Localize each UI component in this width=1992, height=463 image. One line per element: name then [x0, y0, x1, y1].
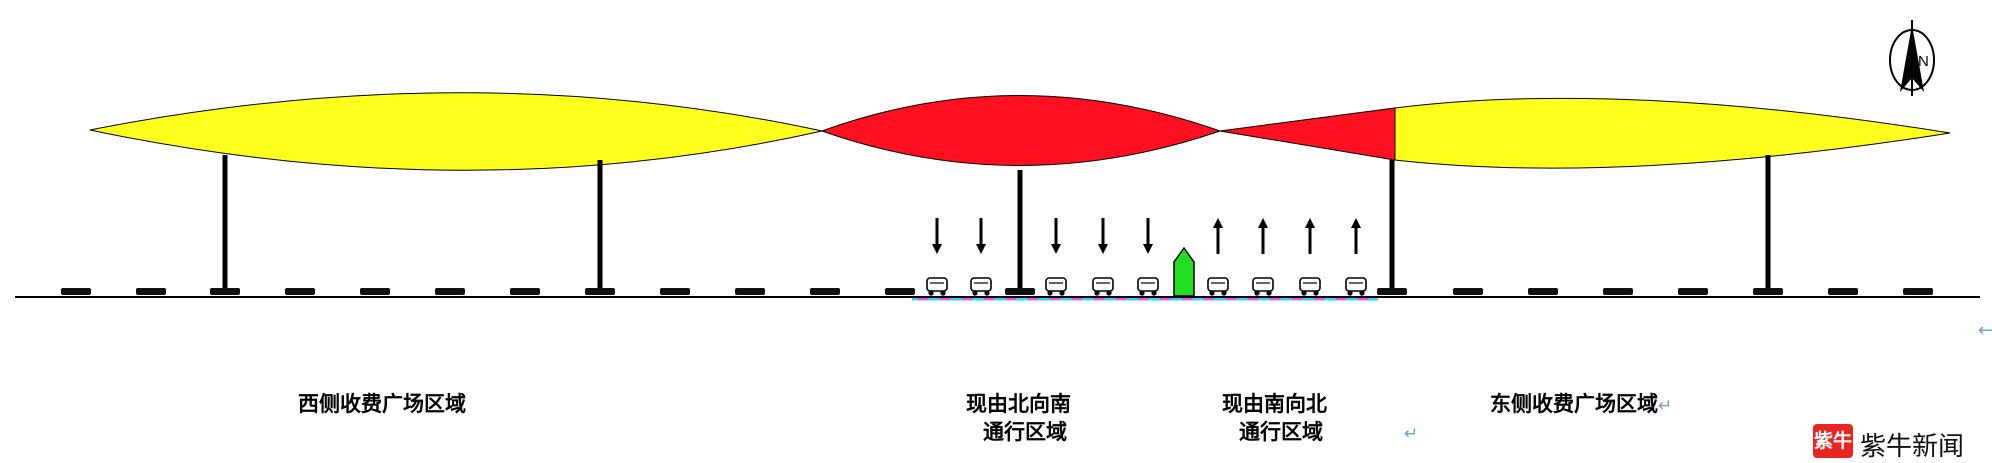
vehicle-icon [1345, 277, 1367, 297]
toll-booth [1678, 288, 1708, 295]
toll-booth [1453, 288, 1483, 295]
north-to-south-line1: 现由北向南 [966, 392, 1071, 416]
vehicle-icon [1207, 277, 1229, 297]
west-plaza-label: 西侧收费广场区域 [298, 390, 466, 418]
vehicle-icon [1299, 277, 1321, 297]
toll-booth [1603, 288, 1633, 295]
toll-booth [1903, 288, 1933, 295]
logo-text-label: 紫牛新闻 [1860, 432, 1965, 462]
toll-booth [1828, 288, 1858, 295]
down-arrow-icon [1141, 216, 1155, 256]
up-arrow-icon [1303, 216, 1317, 256]
north-to-south-label: 现由北向南 通行区域 [966, 390, 1071, 446]
toll-booths [61, 288, 1933, 295]
up-arrow-icon [1256, 216, 1270, 256]
toll-booth [61, 288, 91, 295]
return-mark: ↵ [1404, 424, 1419, 444]
toll-booth [1753, 288, 1783, 295]
return-mark: ← [1978, 320, 1992, 341]
down-arrow-icon [974, 216, 988, 256]
toll-booth [210, 288, 240, 295]
vehicle-icon [1092, 277, 1114, 297]
vehicle-icon [1252, 277, 1274, 297]
toll-booth [810, 288, 840, 295]
down-arrow-icon [1096, 216, 1110, 256]
toll-booth [585, 288, 615, 295]
green-arrow-vehicle-icon [1173, 246, 1195, 297]
down-arrow-icon [1049, 216, 1063, 256]
toll-booth [360, 288, 390, 295]
south-to-north-line2: 通行区域 [1239, 420, 1323, 444]
compass-north-icon: N [1889, 20, 1935, 96]
west-canopy [89, 92, 823, 171]
logo-text: 紫牛新闻 [1860, 426, 1964, 463]
vehicle-icon [970, 277, 992, 297]
down-arrow-icon [930, 216, 944, 256]
vehicle-icon [1045, 277, 1067, 297]
toll-booth [435, 288, 465, 295]
toll-booth [660, 288, 690, 295]
toll-booth [285, 288, 315, 295]
toll-booth [1377, 288, 1407, 295]
south-to-north-label: 现由南向北 通行区域 [1222, 390, 1327, 446]
northbound-traffic [1207, 216, 1367, 297]
toll-booth [510, 288, 540, 295]
up-arrow-icon [1349, 216, 1363, 256]
toll-booth [1005, 288, 1035, 295]
toll-booth [1528, 288, 1558, 295]
pillars [222, 155, 1771, 293]
east-canopy-yellow-part [1394, 97, 1951, 169]
toll-booth [735, 288, 765, 295]
logo-badge-text: 紫牛 [1813, 430, 1852, 452]
west-plaza-text: 西侧收费广场区域 [298, 392, 466, 416]
east-plaza-text: 东侧收费广场区域 [1490, 392, 1658, 416]
vehicle-icon [1137, 277, 1159, 297]
up-arrow-icon [1211, 216, 1225, 256]
center-canopy [820, 95, 1222, 166]
compass-letter: N [1918, 53, 1929, 70]
return-mark: ↵ [1658, 396, 1673, 416]
toll-booth [136, 288, 166, 295]
south-to-north-line1: 现由南向北 [1222, 392, 1327, 416]
east-plaza-label: 东侧收费广场区域↵ [1490, 390, 1672, 420]
north-to-south-line2: 通行区域 [983, 420, 1067, 444]
southbound-traffic [926, 216, 1159, 297]
east-canopy-red-part [1219, 107, 1396, 161]
vehicle-icon [926, 277, 948, 297]
canopies [89, 92, 1951, 171]
logo-badge: 紫牛 [1813, 424, 1853, 458]
toll-booth [885, 288, 915, 295]
